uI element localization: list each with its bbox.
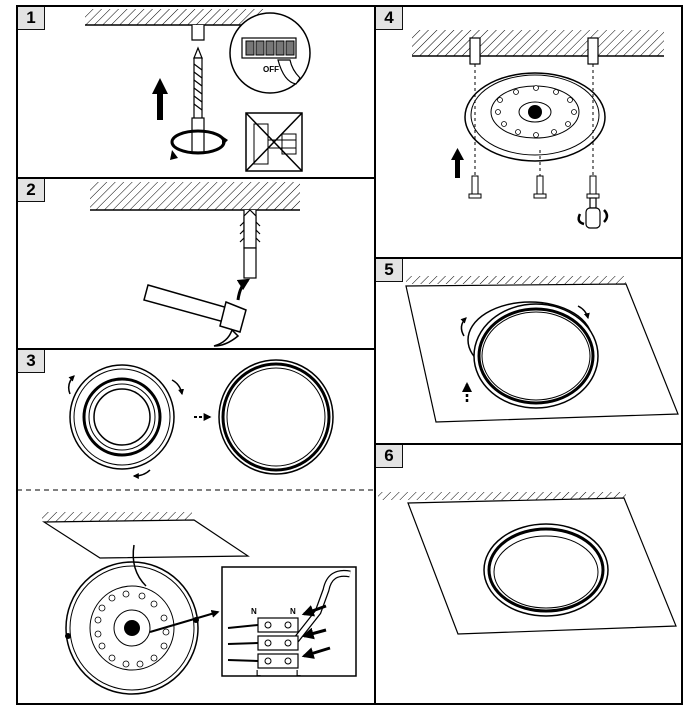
fixture-open-view [69, 364, 175, 470]
rotate-arrow-icon [460, 317, 467, 337]
rotate-arrow-icon [171, 379, 184, 396]
led-dots [495, 85, 577, 138]
step6-drawing [378, 492, 677, 635]
terminal-label-n1: N [251, 607, 257, 616]
step-number-3: 3 [18, 350, 45, 373]
rotate-arrow-icon [577, 305, 590, 320]
up-arrow-icon [152, 78, 168, 120]
step5-drawing [405, 276, 679, 423]
screw-icon [468, 175, 600, 199]
screwdriver-icon [585, 197, 601, 229]
ceiling-hatch [42, 512, 192, 522]
wire-arrow-icon [301, 604, 327, 617]
cover-ring-view [218, 359, 334, 475]
base-plate [65, 561, 199, 695]
ceiling-hatch [406, 276, 626, 284]
step1-drawing: OFF [85, 9, 311, 172]
step4-drawing [412, 30, 664, 229]
ceiling-hatch [412, 30, 664, 56]
detail-arrow-icon [149, 609, 220, 633]
ceiling-hatch [90, 182, 300, 210]
terminal-label-n2: N [290, 607, 296, 616]
panel-frame [16, 5, 683, 705]
terminal-label-l1: L [256, 669, 261, 678]
step2-drawing [90, 182, 300, 347]
no-wiring-detail [245, 112, 303, 172]
terminal-label-l2: L [296, 669, 301, 678]
rotate-arrow-icon [577, 213, 585, 226]
ceiling-hatch [378, 492, 626, 500]
switch-off-detail: OFF [229, 12, 311, 94]
wall-plug-icon [239, 209, 261, 279]
step-number-1: 1 [18, 7, 45, 30]
ceiling-hatch [85, 9, 265, 25]
installed-fixture [483, 523, 609, 617]
led-dots [94, 590, 170, 668]
fixture [467, 301, 599, 409]
step3-wiring-drawing: N N L L [41, 512, 357, 695]
base-plate [464, 72, 606, 162]
hammer-icon [143, 284, 247, 347]
step-number-4: 4 [376, 7, 403, 30]
step-number-5: 5 [376, 259, 403, 282]
drill-bit-icon [191, 46, 205, 153]
step-number-6: 6 [376, 445, 403, 468]
rotate-arrow-icon [132, 469, 151, 479]
step-number-2: 2 [18, 179, 45, 202]
up-arrow-icon [451, 148, 464, 178]
wire-arrow-icon [301, 646, 331, 659]
rotate-arrow-icon [67, 375, 75, 395]
wire-arrow-icon [301, 627, 327, 640]
terminal-detail: N N L L [221, 566, 357, 678]
step3-drawing [67, 359, 334, 479]
insert-arrow-icon [236, 278, 251, 301]
switch-off-label: OFF [263, 65, 279, 74]
